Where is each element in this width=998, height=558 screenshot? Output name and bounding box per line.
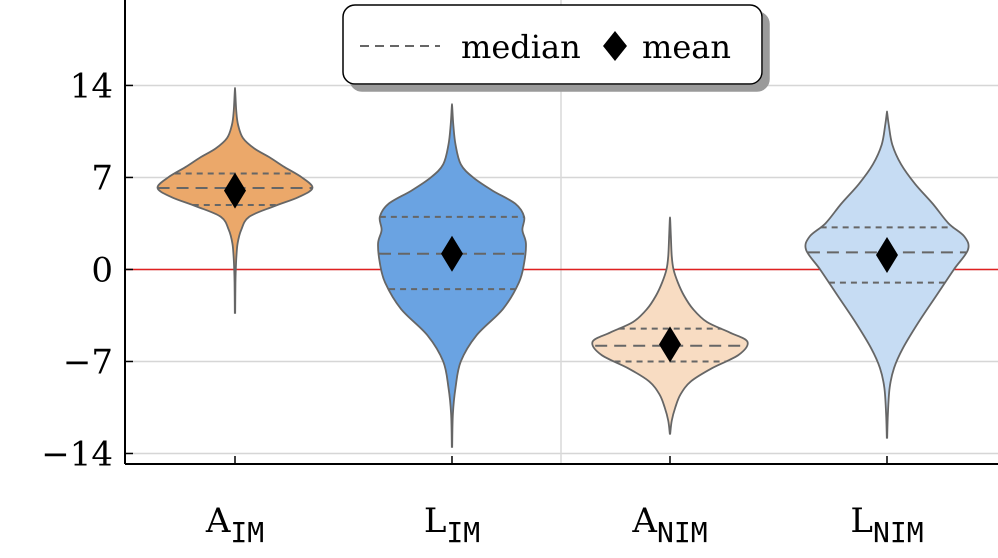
mean-marker-2 [441,235,463,272]
legend-box [342,4,763,85]
x-category-label-1: AIM [205,501,264,549]
category-subscript: IM [230,516,264,549]
y-tick-label-3: −7 [63,342,113,382]
x-category-label-4: LNIM [850,501,923,549]
violin-body-2 [377,103,527,448]
y-tick-label-0: 14 [70,66,113,106]
category-letter: L [850,501,873,541]
violin-body-4 [804,110,970,439]
category-letter: A [631,501,657,541]
violin-body-3 [591,216,749,435]
violin-4 [804,110,970,439]
y-tick-label-2: 0 [91,250,113,290]
legend-mean-icon [603,31,627,61]
category-subscript: NIM [657,516,708,549]
x-category-label-3: ANIM [631,501,707,549]
mean-marker-3 [659,326,681,363]
mean-marker-1 [224,172,246,209]
violin-1 [156,87,314,314]
y-tick-label-1: 7 [91,158,113,198]
legend-median-label: median [461,28,581,66]
violins [156,87,970,448]
y-tick-label-4: −14 [41,434,113,474]
legend-mean-label: mean [642,28,731,66]
mean-marker-4 [876,237,898,274]
category-subscript: NIM [873,516,924,549]
violin-2 [377,103,527,448]
category-subscript: IM [446,516,480,549]
category-letter: L [424,501,447,541]
legend: median mean [342,4,763,85]
violin-3 [591,216,749,435]
y-tick-labels: 14 7 0 −7 −14 [41,66,113,474]
axes [124,0,998,465]
x-category-label-2: LIM [424,501,480,549]
category-letter: A [205,501,231,541]
